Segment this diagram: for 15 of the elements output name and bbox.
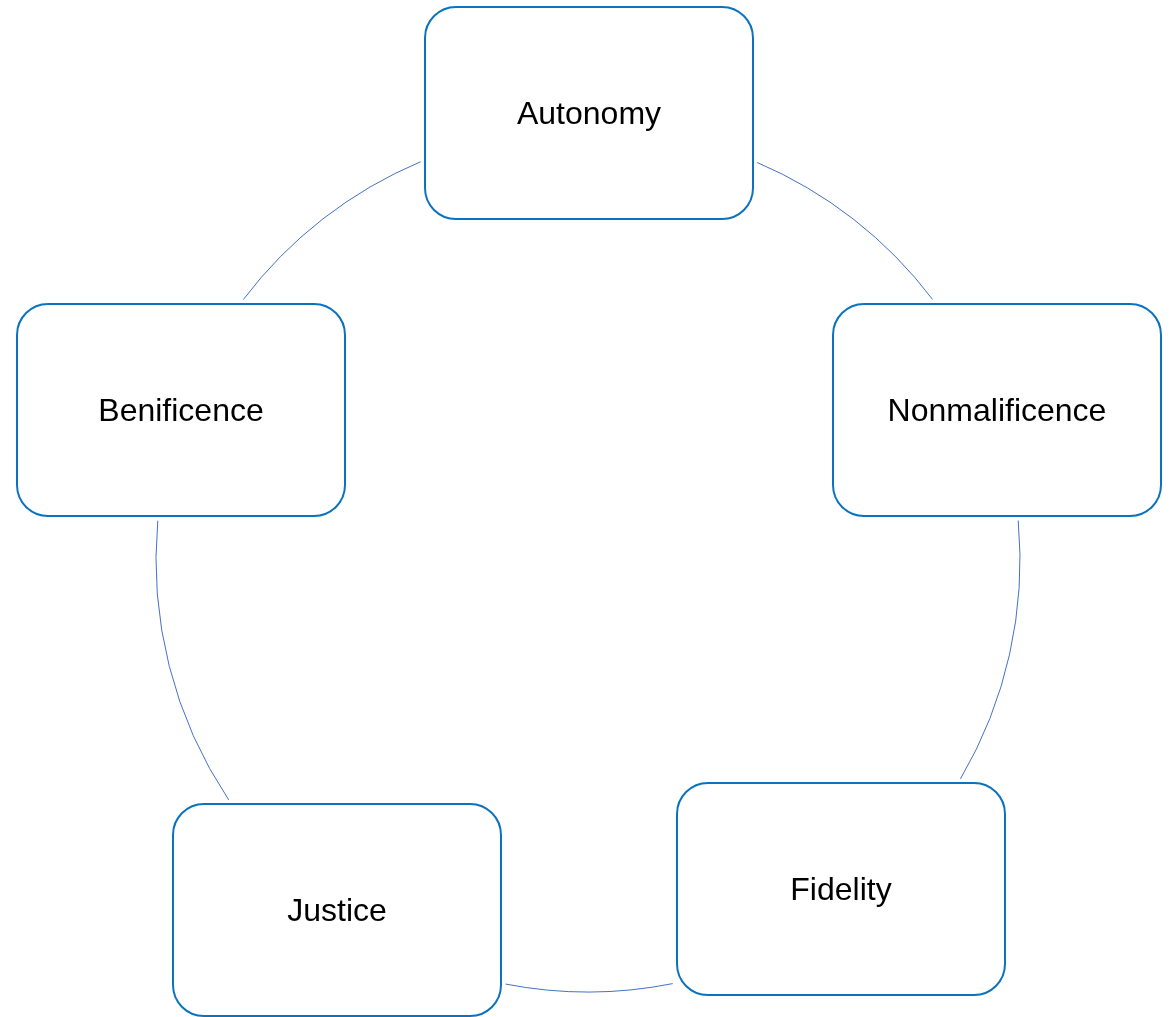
node-label: Nonmalificence [887, 391, 1107, 429]
node-label: Autonomy [516, 94, 662, 132]
node-label: Justice [287, 891, 387, 929]
rounded-box [424, 6, 754, 220]
rounded-box [832, 303, 1162, 517]
rounded-box [16, 303, 346, 517]
rounded-box [172, 803, 502, 1017]
connector-arc [756, 162, 934, 300]
rounded-box [676, 782, 1006, 996]
node-label: Fidelity [790, 870, 892, 908]
connector-arc [155, 520, 230, 801]
connector-arc [959, 520, 1021, 780]
node-label: Benificence [98, 391, 264, 429]
connector-arc [242, 161, 422, 301]
connector-arc [505, 983, 674, 993]
